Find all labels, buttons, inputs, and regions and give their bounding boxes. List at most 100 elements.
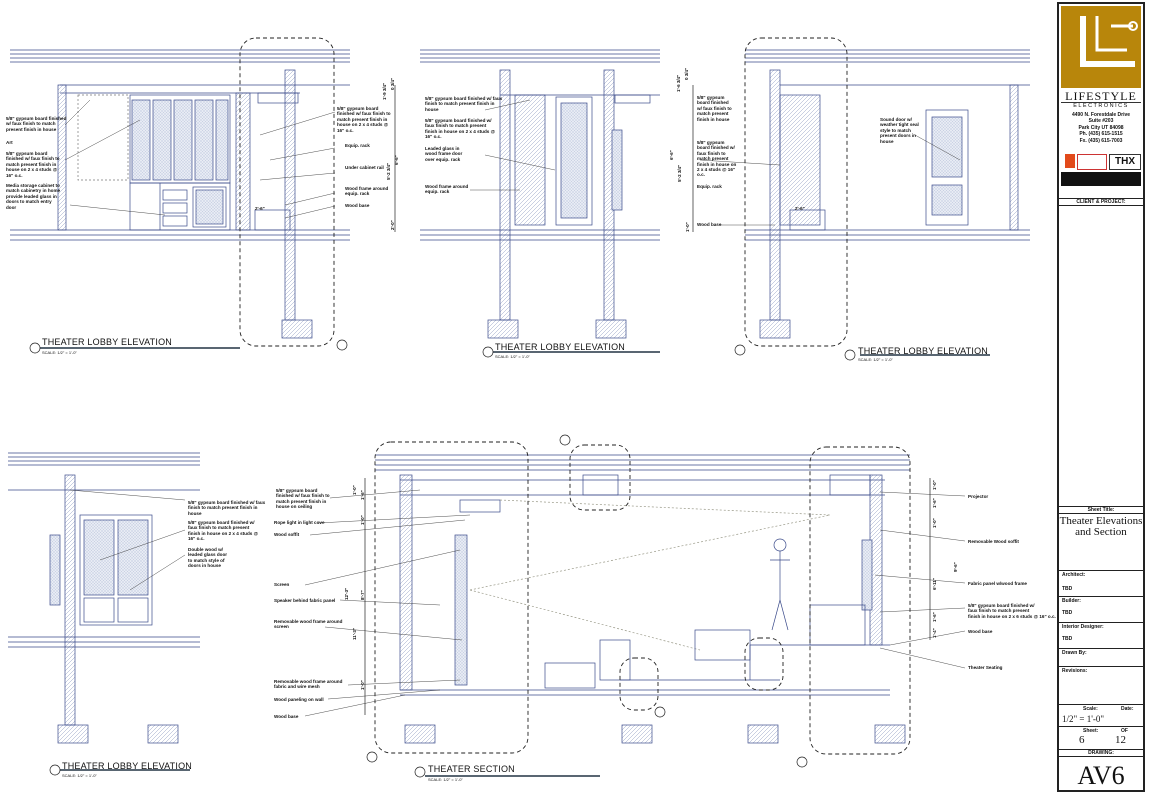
note: Removable wood frame around fabric and w… bbox=[274, 679, 343, 690]
sheet-total: 12 bbox=[1115, 734, 1126, 746]
note: Screen bbox=[274, 582, 290, 587]
note: Rope light in light cove bbox=[274, 520, 325, 525]
company-address: 4490 N. Forestdale Drive Suite #203 Park… bbox=[1061, 112, 1141, 144]
thx-logo: THX bbox=[1109, 154, 1141, 170]
address-line: 4490 N. Forestdale Drive bbox=[1071, 112, 1131, 118]
dimension: 1'-6" bbox=[932, 612, 937, 622]
view-title-elev4: THEATER LOBBY ELEVATION bbox=[62, 761, 192, 771]
divider bbox=[1059, 570, 1143, 571]
note: Wood base bbox=[274, 714, 299, 719]
sheet-number: 6 bbox=[1079, 734, 1085, 746]
note: Fabric panel w/wood frame bbox=[968, 581, 1027, 586]
builder-value: TBD bbox=[1062, 610, 1073, 616]
note: Wood frame around equip. rack bbox=[425, 184, 469, 195]
dimension: 6'-11" bbox=[932, 578, 937, 590]
note: Wood base bbox=[345, 203, 370, 208]
note: 5/8" gypsum board finished w/ faux finis… bbox=[968, 603, 1056, 619]
divider bbox=[1059, 726, 1143, 727]
dimension: 2'-6" bbox=[255, 206, 265, 211]
architect-value: TBD bbox=[1062, 586, 1073, 592]
theater-section bbox=[364, 434, 931, 778]
dimension: 2'-6" bbox=[795, 206, 805, 211]
note: Equip. rack bbox=[697, 184, 722, 189]
elevation-2 bbox=[420, 49, 746, 358]
note: Wood frame around equip. rack bbox=[345, 186, 389, 197]
leader-lines bbox=[64, 99, 966, 717]
divider bbox=[1059, 666, 1143, 667]
note: 5/8" gypsum board finished w/ faux finis… bbox=[6, 116, 67, 132]
logo-mark-icon bbox=[1080, 16, 1138, 67]
company-name: LIFESTYLE bbox=[1065, 89, 1137, 103]
view-title-section: THEATER SECTION bbox=[428, 764, 515, 774]
dimension: 2'-0" bbox=[390, 220, 395, 230]
note: Under cabinet rail bbox=[345, 165, 384, 170]
elevation-1 bbox=[10, 37, 396, 354]
note: Wood paneling on wall bbox=[274, 697, 324, 702]
dimension: 5'-2 3/4" bbox=[386, 162, 391, 180]
divider bbox=[1059, 648, 1143, 649]
cedia-badge bbox=[1077, 154, 1107, 170]
scale-value: 1/2" = 1'-0" bbox=[1062, 714, 1105, 724]
dimension: 1'-0" bbox=[360, 515, 365, 525]
note: Theater Seating bbox=[968, 665, 1003, 670]
elevation-3 bbox=[692, 37, 1030, 361]
builder-label: Builder: bbox=[1062, 598, 1081, 604]
note: Media storage cabinet to match cabinetry… bbox=[6, 183, 61, 210]
sheet-title-label: Sheet Title: bbox=[1059, 506, 1143, 514]
date-label: Date: bbox=[1121, 706, 1134, 712]
note: 5/8" gypsum board finished w/ faux finis… bbox=[697, 140, 737, 178]
dimension: 1'-6" bbox=[932, 498, 937, 508]
dimension: 12'-3" bbox=[344, 587, 349, 600]
note: Double wood w/ leaded glass door to matc… bbox=[188, 547, 228, 569]
view-scale-elev3: SCALE: 1/2" = 1'-0" bbox=[858, 357, 893, 362]
dimension: 8'-7" bbox=[360, 590, 365, 600]
dimension: 1'-9 3/4" bbox=[382, 82, 387, 100]
company-subname: ELECTRONICS bbox=[1061, 102, 1141, 109]
sheet-label: Sheet: bbox=[1083, 728, 1099, 734]
note: Wood base bbox=[697, 222, 722, 227]
architect-label: Architect: bbox=[1062, 572, 1086, 578]
dimension: 1'-4" bbox=[932, 628, 937, 638]
note: Leaded glass in wood frame door over equ… bbox=[425, 146, 463, 162]
dimension: 5'-2 3/4" bbox=[677, 164, 682, 182]
view-scale-elev1: SCALE: 1/2" = 1'-0" bbox=[42, 350, 77, 355]
address-line: Suite #203 bbox=[1088, 118, 1114, 125]
note: Removable wood frame around screen bbox=[274, 619, 343, 630]
view-scale-section: SCALE: 1/2" = 1'-0" bbox=[428, 777, 463, 782]
dimension: 9'-6" bbox=[953, 562, 958, 572]
note: Equip. rack bbox=[345, 143, 370, 148]
address-line: Ph. (435) 615-1515 bbox=[1079, 131, 1123, 138]
divider bbox=[1059, 622, 1143, 623]
dimension: 1'-0" bbox=[932, 518, 937, 528]
view-scale-elev4: SCALE: 1/2" = 1'-0" bbox=[62, 773, 97, 778]
company-logo bbox=[1061, 6, 1141, 88]
view-scale-elev2: SCALE: 1/2" = 1'-0" bbox=[495, 354, 530, 359]
divider bbox=[1059, 596, 1143, 597]
note: 5/8" gypsum board finished w/ faux finis… bbox=[188, 520, 259, 542]
note: 5/8" gypsum board finished w/ faux finis… bbox=[697, 95, 732, 122]
cedia-logo-icon bbox=[1065, 154, 1075, 168]
dimension: 1'-6 3/4" bbox=[676, 74, 681, 92]
view-title-elev3: THEATER LOBBY ELEVATION bbox=[858, 346, 988, 356]
note: 5/8" gypsum board finished w/ faux finis… bbox=[276, 488, 330, 510]
title-block: LIFESTYLE ELECTRONICS 4490 N. Forestdale… bbox=[1057, 2, 1145, 792]
copyright-notice bbox=[1061, 172, 1141, 186]
dimension: 1'-6" bbox=[360, 490, 365, 500]
dimension: 1'-0" bbox=[360, 680, 365, 690]
note: Removable Wood soffit bbox=[968, 539, 1019, 544]
dimension: 0 3/4" bbox=[390, 77, 395, 90]
view-title-elev1: THEATER LOBBY ELEVATION bbox=[42, 337, 172, 347]
dimension: 6'-6" bbox=[669, 150, 674, 160]
note: 5/8" gypsum board finished w/ faux finis… bbox=[425, 96, 503, 112]
dimension: 11'-3" bbox=[352, 628, 357, 640]
note: 5/8" gypsum board finished w/ faux finis… bbox=[6, 151, 60, 178]
address-line: Park City UT 84098 bbox=[1078, 124, 1124, 131]
scale-label: Scale: bbox=[1083, 706, 1098, 712]
revisions-label: Revisions: bbox=[1062, 668, 1088, 674]
client-project-label: CLIENT & PROJECT: bbox=[1059, 198, 1143, 206]
dimension: 6'-6" bbox=[394, 155, 399, 165]
note: Art bbox=[6, 140, 13, 145]
interior-designer-label: Interior Designer: bbox=[1062, 624, 1104, 630]
note: Projector bbox=[968, 494, 989, 499]
